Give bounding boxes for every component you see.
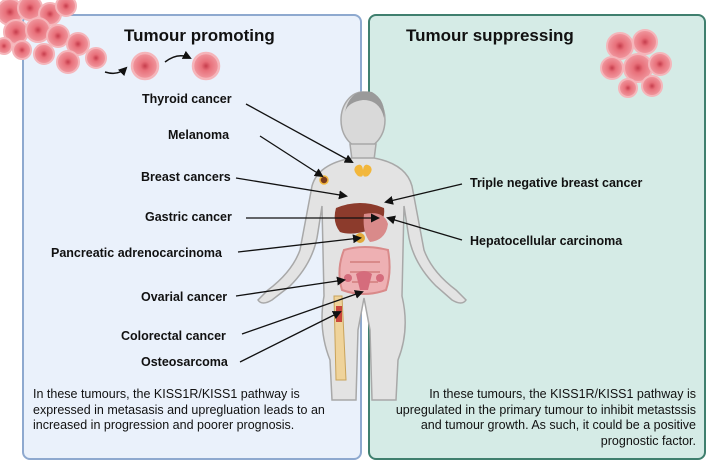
- label-melanoma: Melanoma: [168, 128, 230, 142]
- migrating-tumour-cells: [104, 50, 221, 81]
- label-breast-cancers: Breast cancers: [141, 170, 231, 184]
- tumour-promoting-caption: In these tumours, the KISS1R/KISS1 pathw…: [33, 387, 325, 432]
- tumour-suppressing-caption: In these tumours, the KISS1R/KISS1 pathw…: [395, 387, 696, 448]
- label-triple-negative-breast-cancer: Triple negative breast cancer: [470, 176, 643, 190]
- label-colorectal-cancer: Colorectal cancer: [121, 329, 226, 343]
- label-hepatocellular-carcinoma: Hepatocellular carcinoma: [470, 234, 623, 248]
- label-gastric-cancer: Gastric cancer: [145, 210, 232, 224]
- tumour-cell-cluster-left: [0, 0, 107, 74]
- label-ovarial-cancer: Ovarial cancer: [141, 290, 228, 304]
- tumour-promoting-title: Tumour promoting: [124, 26, 275, 45]
- label-thyroid-cancer: Thyroid cancer: [142, 92, 232, 106]
- tumour-cell-cluster-right: [600, 29, 672, 98]
- label-osteosarcoma: Osteosarcoma: [141, 355, 228, 369]
- label-pancreatic-adrenocarcinoma: Pancreatic adrenocarcinoma: [51, 246, 222, 260]
- pointer-arrows: [235, 103, 463, 363]
- tumour-suppressing-title: Tumour suppressing: [406, 26, 574, 45]
